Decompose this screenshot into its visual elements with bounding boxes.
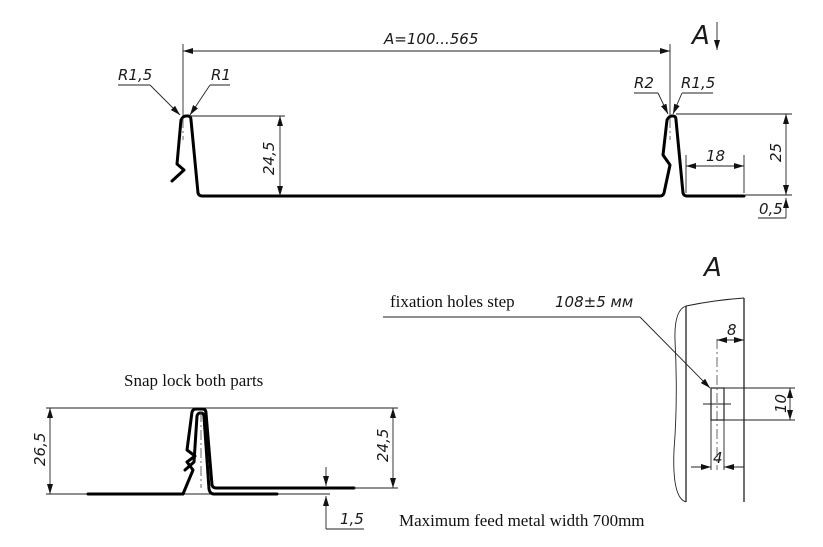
detail-view-label: A — [702, 253, 722, 283]
width-dimension-label: A=100...565 — [383, 30, 478, 48]
snap-offset-label: 1,5 — [340, 510, 364, 528]
top-profile-outline — [170, 114, 746, 198]
right-radius-outer-leader — [657, 92, 669, 115]
left-radius-outer-label: R1,5 — [118, 66, 152, 84]
hole-width-label: 4 — [713, 449, 723, 467]
right-radius-inner-label: R1,5 — [681, 74, 715, 92]
snap-left-height-label: 26,5 — [31, 433, 49, 466]
left-radius-outer-leader — [149, 84, 181, 116]
fixation-leader-arrow — [639, 316, 711, 389]
right-radius-outer-label: R2 — [634, 74, 654, 92]
hole-offset-label: 8 — [727, 321, 737, 339]
fixation-note-value: 108±5 мм — [555, 293, 633, 311]
view-marker-label: A — [690, 21, 710, 51]
snap-lock-caption: Snap lock both parts — [124, 371, 263, 390]
detail-view-a: A fixation holes step 108±5 мм 8 10 4 — [383, 253, 795, 503]
snap-outer-part — [86, 407, 356, 496]
footer-note: Maximum feed metal width 700mm — [399, 511, 645, 530]
right-height-label: 25 — [767, 143, 785, 162]
offset-label: 0,5 — [759, 200, 783, 218]
flange-width-label: 18 — [706, 147, 725, 165]
hole-height-label: 10 — [772, 394, 790, 413]
left-radius-inner-leader — [189, 84, 211, 116]
left-radius-inner-label: R1 — [211, 66, 231, 84]
strip-break-top — [685, 297, 745, 307]
snap-right-height-label: 24,5 — [374, 429, 392, 462]
left-height-label: 24,5 — [260, 142, 278, 175]
snap-lock-section: Snap lock both parts 26,5 24,5 1,5 — [31, 371, 398, 530]
snap-inner-part — [183, 411, 279, 496]
strip-break-left — [673, 305, 687, 503]
top-profile: A=100...565 R1,5 R1 24,5 R2 R1,5 25 18 — [118, 21, 792, 219]
right-radius-inner-leader — [672, 92, 683, 115]
fixation-note-label: fixation holes step — [390, 292, 515, 311]
